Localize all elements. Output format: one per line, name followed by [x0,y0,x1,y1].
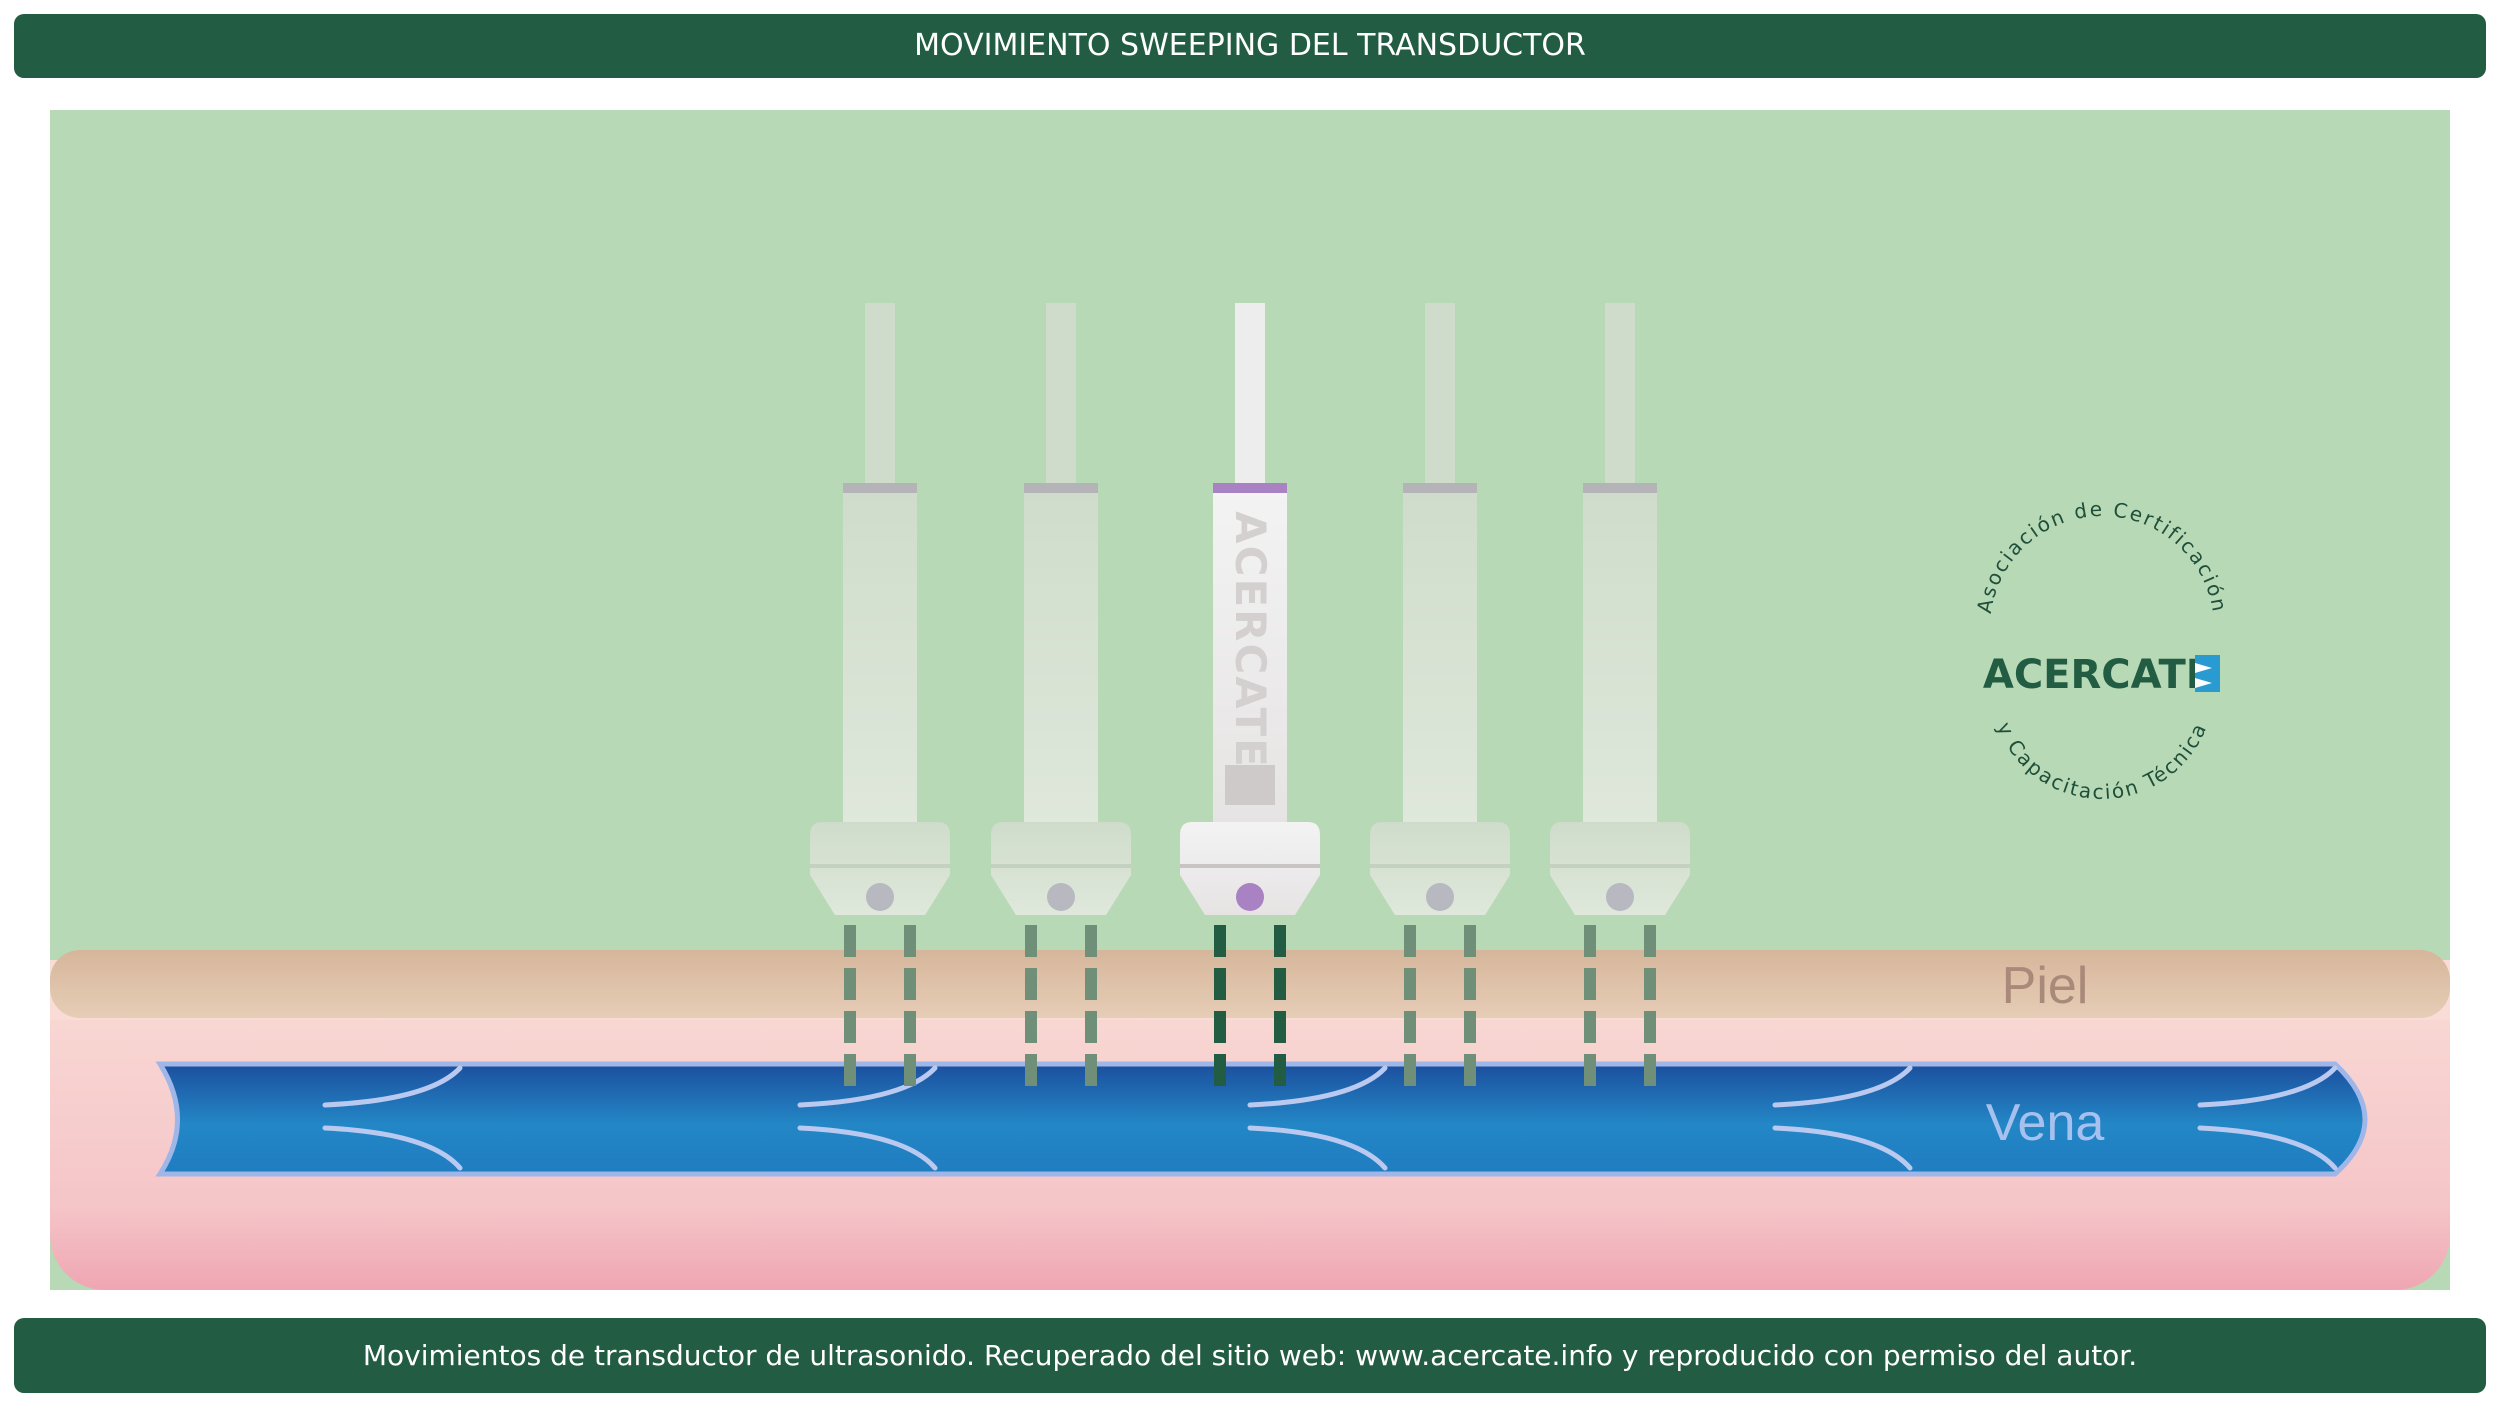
caption-bar: Movimientos de transductor de ultrasonid… [14,1318,2486,1393]
skin-layer [50,950,2450,1018]
figure-caption: Movimientos de transductor de ultrasonid… [362,1339,2138,1372]
logo-chevron-icon [2195,655,2220,692]
title-bar: MOVIMIENTO SWEEPING DEL TRANSDUCTOR [14,14,2486,78]
vein-valves [322,1065,2338,1171]
diagram-title: MOVIMIENTO SWEEPING DEL TRANSDUCTOR [914,28,1586,63]
transducer-ghost [1550,303,1690,1090]
transducer-positions: ACERCATE [810,303,1690,1090]
vein-label: Vena [1986,1094,2105,1152]
transducer-brand-text: ACERCATE [1226,511,1275,769]
transducer-chevron-icon [1225,765,1275,805]
transducer-ghost [810,303,950,1090]
transducer-ghost [1370,303,1510,1090]
transducer-ghost [991,303,1131,1090]
transducer-center: ACERCATE [1180,303,1320,1090]
logo-name: ACERCATE [1983,652,2213,698]
vein [155,1061,2368,1177]
skin-label: Piel [2002,957,2089,1015]
